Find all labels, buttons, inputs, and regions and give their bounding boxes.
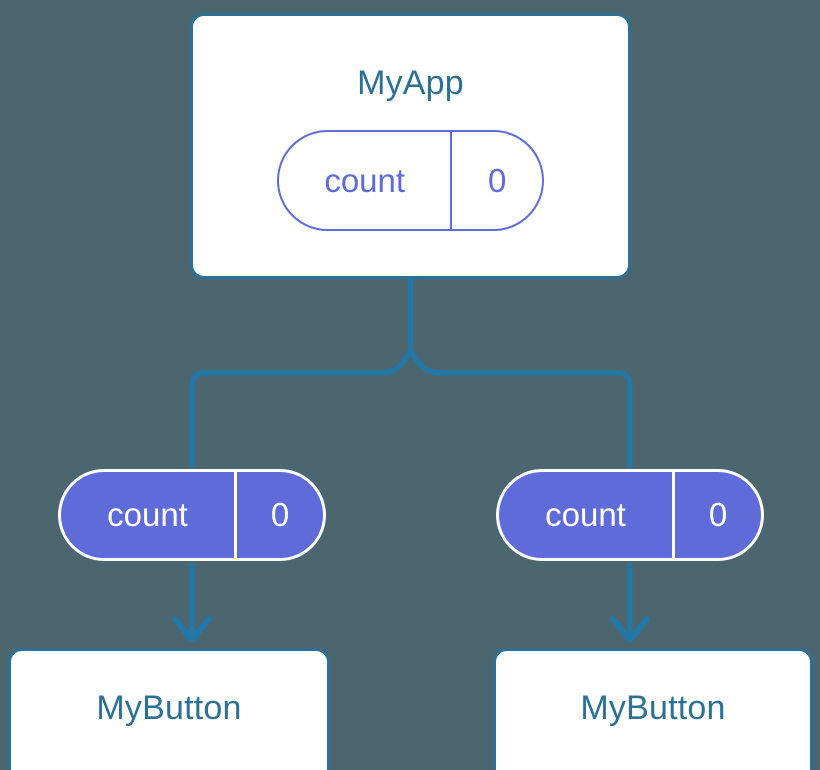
state-pill-root-label: count xyxy=(324,161,406,199)
state-pill-branch-right[interactable]: count 0 xyxy=(496,469,764,561)
state-pill-branch-right-value: 0 xyxy=(672,472,761,558)
state-pill-branch-left-label: count xyxy=(107,496,188,533)
connector-branch-right xyxy=(408,348,633,468)
leaf-right-component-title: MyButton xyxy=(580,689,726,727)
state-pill-root[interactable]: count 0 xyxy=(277,130,544,231)
root-component-title: MyApp xyxy=(357,64,464,102)
component-node-leaf-left[interactable]: MyButton xyxy=(8,648,330,770)
connector-branch-left xyxy=(189,348,413,468)
state-pill-branch-right-label: count xyxy=(545,496,626,533)
arrow-head-down-left-icon xyxy=(172,616,212,643)
leaf-left-component-title: MyButton xyxy=(96,689,242,727)
state-pill-root-value: 0 xyxy=(450,132,542,229)
state-pill-branch-left-value: 0 xyxy=(234,472,323,558)
state-pill-branch-left[interactable]: count 0 xyxy=(58,469,326,561)
component-node-leaf-right[interactable]: MyButton xyxy=(493,648,813,770)
arrow-head-down-right-icon xyxy=(610,616,650,643)
